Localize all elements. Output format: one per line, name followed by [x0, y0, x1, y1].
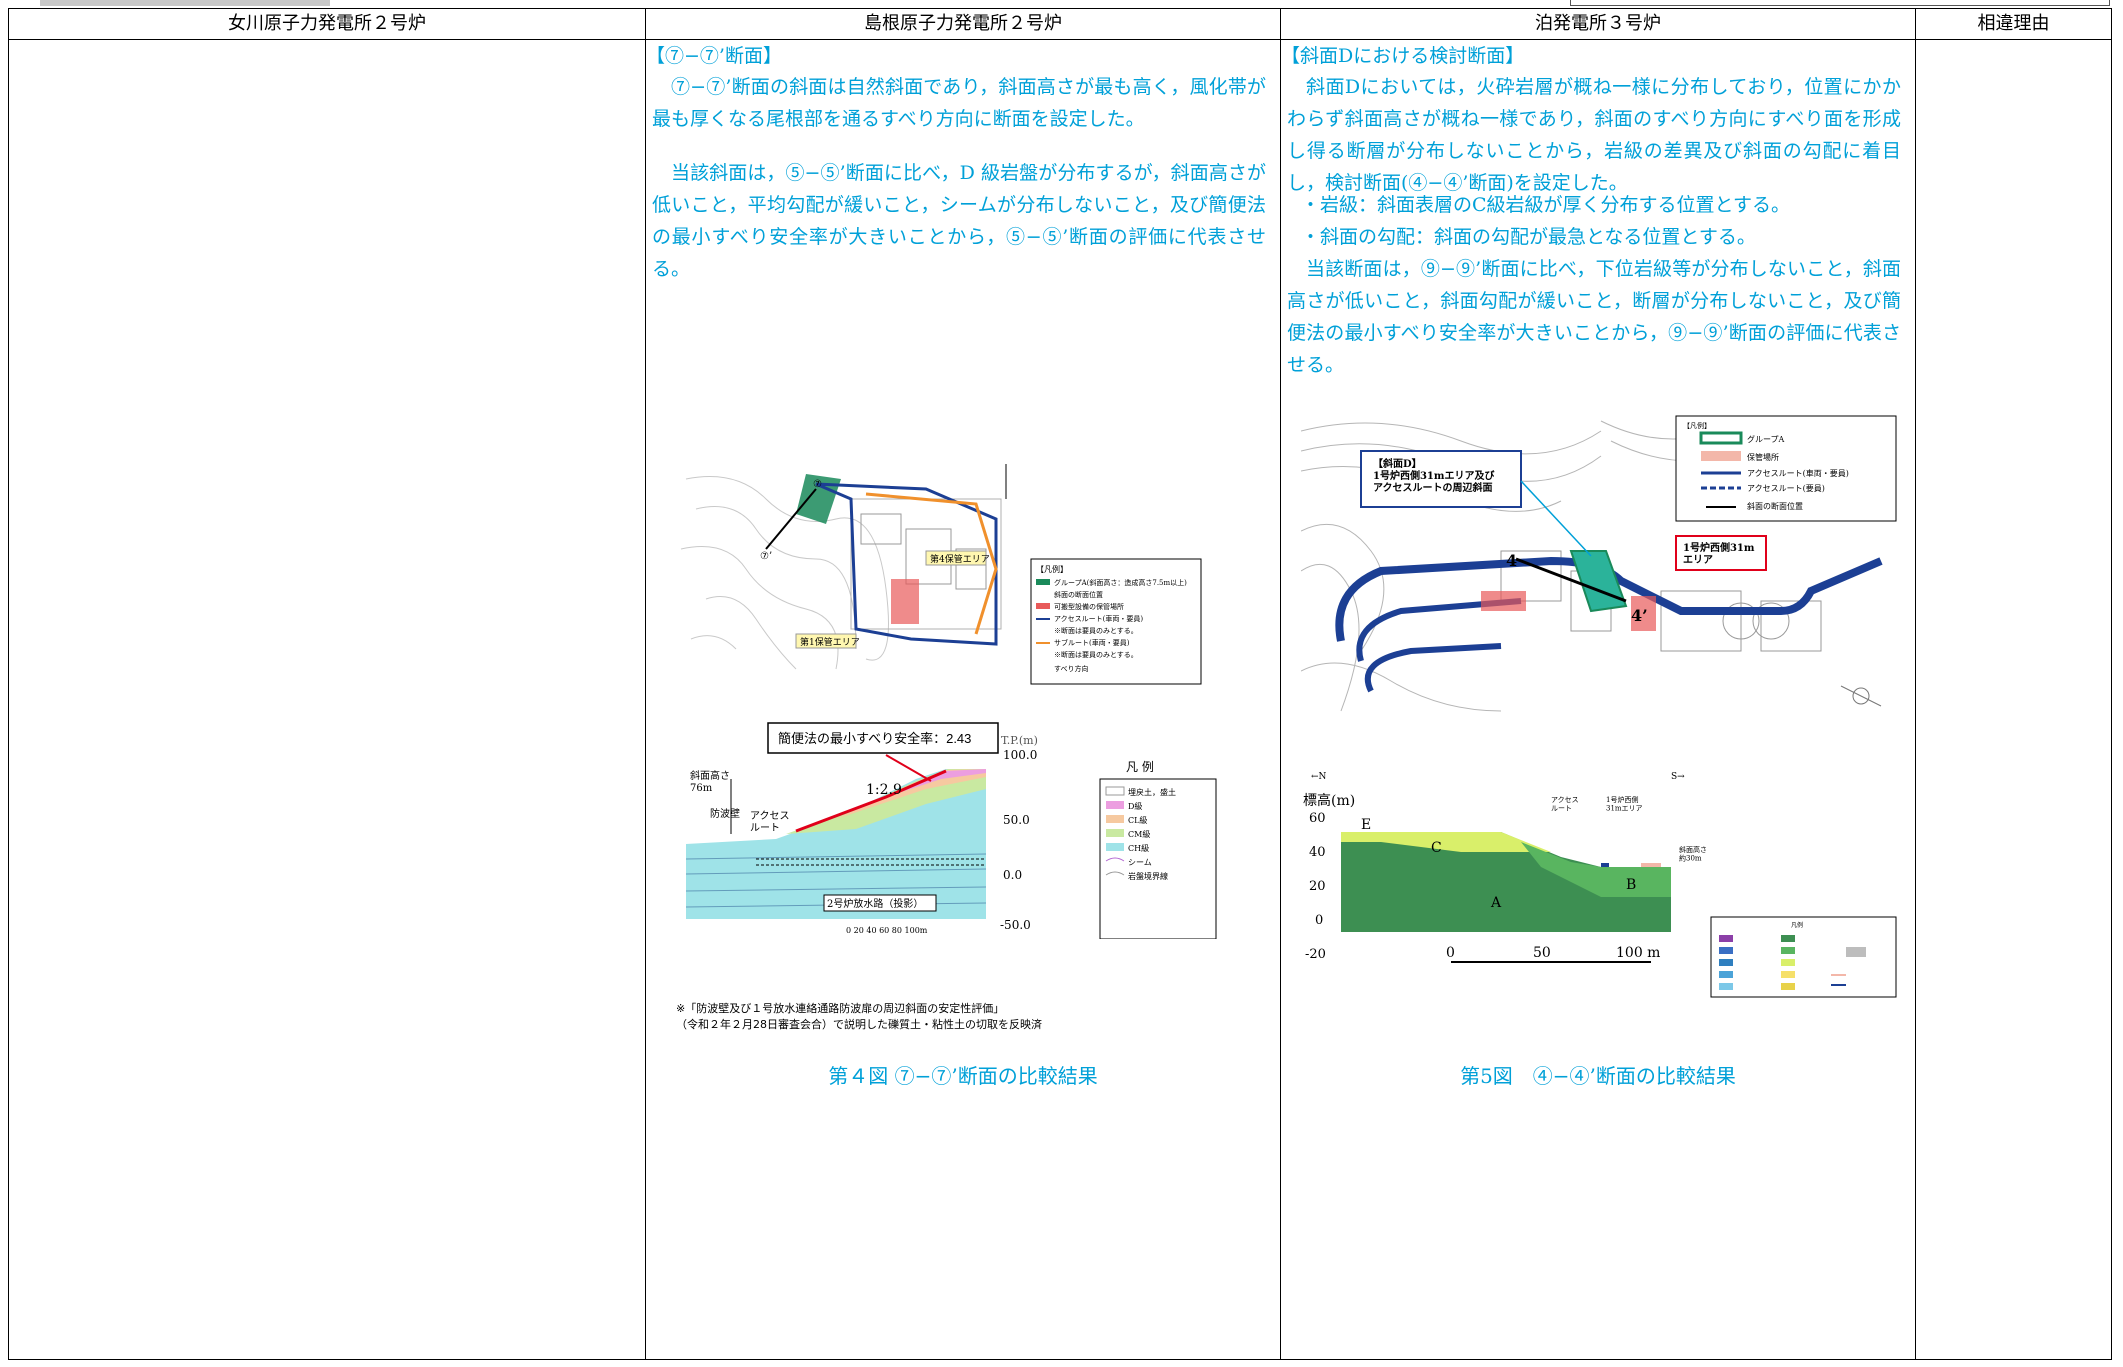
tomari-plan-map: 4 4’ 【斜面D】1号炉西側31mエリア及びアクセスルートの周辺斜面 1号炉西… — [1301, 411, 1901, 731]
map-legend-item: アクセスルート(要員) — [1747, 484, 1825, 493]
y-tick: 20 — [1309, 879, 1326, 894]
section-title: 【⑦−⑦’断面】 — [646, 45, 782, 67]
top-cropped-box — [1570, 0, 2110, 6]
map-legend-item: 保管場所 — [1747, 452, 1779, 462]
tomari-cross-section: ←N S→ 標高(m) 60 40 20 0 -20 E C A B アクセスル… — [1301, 767, 1901, 1007]
map-legend-item: 斜面の断面位置 — [1054, 590, 1103, 599]
slope-height-label: 斜面高さ約30m — [1679, 845, 1707, 862]
section-legend-title: 凡 例 — [1126, 760, 1154, 774]
bullet-item: ・斜面の勾配：斜面の勾配が最急となる位置とする。 — [1301, 226, 1756, 248]
access-route-label: アクセスルート — [750, 810, 790, 834]
y-tick: 60 — [1309, 811, 1326, 826]
header-shimane: 島根原子力発電所２号炉 — [864, 13, 1062, 34]
section-legend-item: D級 — [1128, 801, 1142, 811]
y-axis-unit: T.P.(m) — [1001, 734, 1038, 747]
map-legend-item: アクセスルート(車両・要員) — [1747, 468, 1849, 478]
map-label: 第4保管エリア — [930, 553, 990, 565]
map-legend-item: すべり方向 — [1054, 664, 1089, 673]
section-point: 4 — [1506, 551, 1517, 570]
section-legend-item: シーム — [1128, 858, 1152, 867]
y-tick: 0 — [1315, 913, 1323, 928]
seawall-label: 防波壁 — [710, 807, 740, 820]
map-legend-title: 【凡例】 — [1036, 564, 1068, 574]
map-label: 第1保管エリア — [800, 636, 860, 648]
table-body: 【⑦−⑦’断面】 ⑦−⑦’断面の斜面は自然斜面であり，斜面高さが最も高く，風化帯… — [9, 39, 2111, 1359]
column-divider — [645, 9, 646, 1359]
difference-reason-column — [1916, 39, 2111, 1359]
zone-label: B — [1626, 877, 1636, 893]
y-axis-label: 標高(m) — [1303, 792, 1355, 809]
shimane-cross-section: 簡便法の最小すべり安全率：2.43 T.P.(m) 100.0 50.0 0.0… — [686, 719, 1246, 939]
map-legend-item: サブルート(車両・要員) — [1054, 638, 1130, 647]
paragraph: 斜面Dにおいては，火砕岩層が概ね一様に分布しており，位置にかかわらず斜面高さが概… — [1287, 76, 1901, 194]
header-onagawa: 女川原子力発電所２号炉 — [228, 13, 426, 34]
top-cropped-text — [40, 0, 330, 6]
shimane-plan-map: ⑦ ⑦’ 第4保管エリア 第1保管エリア 【凡例】 グループA(斜面高さ：造成高… — [676, 459, 1206, 689]
y-tick: 40 — [1309, 845, 1326, 860]
safety-factor-banner: 簡便法の最小すべり安全率：2.43 — [778, 731, 971, 746]
tomari-column: 【斜面Dにおける検討断面】 斜面Dにおいては，火砕岩層が概ね一様に分布しており，… — [1281, 39, 1915, 1359]
zone-label: C — [1431, 840, 1442, 856]
header-tomari: 泊発電所３号炉 — [1535, 13, 1661, 34]
figure-note-line: （令和２年２月28日審査会合）で説明した礫質土・粘性土の切取を反映済 — [676, 1018, 1042, 1031]
map-label: ⑦ — [813, 479, 822, 490]
onagawa-column — [9, 39, 645, 1359]
y-tick: 50.0 — [1003, 813, 1030, 827]
figure-note-line: ※「防波壁及び１号放水連絡通路防波扉の周辺斜面の安定性評価」 — [676, 1002, 1005, 1015]
map-legend-item: アクセスルート(車両・要員) — [1054, 614, 1143, 623]
column-divider — [1915, 9, 1916, 1359]
figure-caption: 第４図 ⑦−⑦’断面の比較結果 — [828, 1064, 1098, 1088]
section-legend-item: CL級 — [1128, 815, 1147, 825]
section-legend-title: 凡例 — [1791, 921, 1803, 929]
scale-label: 0 — [1446, 945, 1455, 961]
paragraph: 当該斜面は，⑤−⑤’断面に比べ，D 級岩盤が分布するが，斜面高さが低いこと，平均… — [652, 162, 1266, 280]
map-legend-item: ※断面は要員のみとする。 — [1054, 650, 1138, 659]
map-legend-item: 可搬型設備の保管場所 — [1054, 602, 1124, 611]
shimane-column: 【⑦−⑦’断面】 ⑦−⑦’断面の斜面は自然斜面であり，斜面高さが最も高く，風化帯… — [646, 39, 1280, 1359]
header-difference-reason: 相違理由 — [1977, 13, 2050, 34]
section-legend-item: 埋戻土，盛土 — [1128, 787, 1176, 797]
figure-caption: 第5図 ④−④’断面の比較結果 — [1460, 1064, 1736, 1088]
scale-bar: 0 20 40 60 80 100m — [846, 926, 928, 935]
map-label: ⑦’ — [760, 551, 772, 562]
scale-label: 50 — [1533, 945, 1551, 961]
section-legend-item: CH級 — [1128, 843, 1149, 853]
south-label: S→ — [1671, 772, 1685, 782]
figure-note: ※「防波壁及び１号放水連絡通路防波扉の周辺斜面の安定性評価」 （令和２年２月28… — [676, 1001, 1042, 1033]
y-tick: -50.0 — [1000, 918, 1031, 932]
map-legend-item: グループA — [1747, 434, 1785, 444]
map-callout: 【斜面D】1号炉西側31mエリア及びアクセスルートの周辺斜面 — [1373, 457, 1494, 494]
y-tick: -20 — [1305, 947, 1326, 962]
map-legend-item: グループA(斜面高さ：造成高さ7.5m以上) — [1054, 578, 1187, 587]
paragraph: 当該断面は，⑨−⑨’断面に比べ，下位岩級等が分布しないこと，斜面高さが低いこと，… — [1287, 258, 1901, 376]
slope-ratio: 1:2.9 — [866, 782, 902, 798]
y-tick: 100.0 — [1003, 748, 1037, 762]
bullet-item: ・岩級：斜面表層のC級岩級が厚く分布する位置とする。 — [1301, 194, 1790, 216]
section-title: 【斜面Dにおける検討断面】 — [1281, 45, 1525, 67]
map-legend-item: 斜面の断面位置 — [1747, 501, 1803, 511]
zone-label: A — [1490, 895, 1502, 911]
scale-label: 100 m — [1616, 945, 1660, 961]
y-tick: 0.0 — [1003, 868, 1022, 882]
map-legend-item: ※断面は要員のみとする。 — [1054, 626, 1138, 635]
north-label: ←N — [1311, 772, 1327, 782]
section-legend-item: CM級 — [1128, 829, 1150, 839]
comparison-table: 女川原子力発電所２号炉 島根原子力発電所２号炉 泊発電所３号炉 相違理由 【⑦−… — [8, 8, 2112, 1360]
outlet-label: 2号炉放水路（投影） — [827, 897, 923, 910]
zone-label: E — [1361, 817, 1371, 833]
table-header: 女川原子力発電所２号炉 島根原子力発電所２号炉 泊発電所３号炉 相違理由 — [9, 9, 2111, 40]
map-legend-title: 【凡例】 — [1683, 421, 1711, 430]
access-route-label: アクセスルート — [1551, 796, 1579, 812]
column-divider — [1280, 9, 1281, 1359]
section-legend-item: 岩盤境界線 — [1128, 871, 1168, 881]
paragraph: ⑦−⑦’断面の斜面は自然斜面であり，斜面高さが最も高く，風化帯が最も厚くなる尾根… — [652, 76, 1266, 130]
section-point: 4’ — [1631, 606, 1648, 625]
